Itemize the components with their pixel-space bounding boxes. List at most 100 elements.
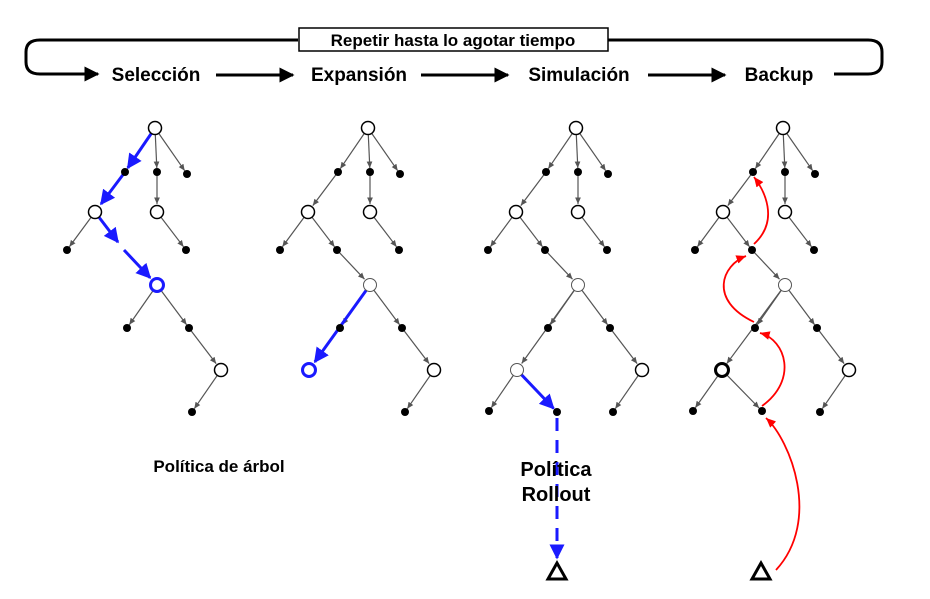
triangle-icon [749, 559, 773, 581]
tree-node [360, 120, 376, 136]
tree-edge [751, 249, 780, 280]
leaf-node [606, 324, 614, 332]
tree-edge [128, 284, 158, 326]
leaf-node [396, 170, 404, 178]
leaf-node [810, 246, 818, 254]
rollout-policy-label-1: Política [520, 459, 592, 481]
tree-node [508, 204, 524, 220]
tree-edge [193, 369, 222, 410]
tree-node [714, 362, 730, 378]
selection-path-edge [313, 284, 372, 364]
tree-node [149, 277, 165, 293]
tree-edge [188, 327, 217, 365]
backup-path-edge [753, 176, 770, 245]
leaf-node [336, 324, 344, 332]
loop-frame-right [608, 38, 884, 76]
stage-seleccion: Selección [112, 65, 201, 86]
tree-edge [577, 211, 606, 248]
tree-edge [336, 249, 365, 280]
tree-backup [689, 120, 857, 581]
tree-edge [490, 369, 518, 409]
backup-path-edge [759, 331, 786, 407]
tree-edge [156, 284, 188, 326]
leaf-node [813, 324, 821, 332]
stage-backup: Backup [745, 65, 814, 86]
tree-simulacion [484, 120, 650, 581]
tree-edge [369, 284, 401, 326]
backup-path-edge [722, 255, 755, 323]
backup-path-edge [765, 417, 801, 571]
loop-frame [24, 38, 298, 82]
stage-headers: Selección Expansión Simulación Backup [112, 65, 814, 86]
leaf-node [366, 168, 374, 176]
tree-node [147, 120, 163, 136]
leaf-node [153, 168, 161, 176]
tree-node [213, 362, 229, 378]
repeat-loop: Repetir hasta lo agotar tiempo [24, 27, 884, 82]
leaf-node [121, 168, 129, 176]
tree-edge [577, 284, 609, 326]
leaf-node [541, 246, 549, 254]
tree-edge [544, 249, 573, 280]
selection-path-edge [515, 368, 555, 410]
leaf-node [749, 168, 757, 176]
tree-edge [515, 211, 544, 248]
tree-node [301, 362, 317, 378]
tree-node [362, 204, 378, 220]
stage-expansion: Expansión [311, 65, 407, 86]
leaf-node [63, 246, 71, 254]
loop-label: Repetir hasta lo agotar tiempo [331, 31, 576, 50]
tree-edge [307, 211, 336, 248]
tree-edge [754, 127, 784, 170]
tree-edge [369, 211, 398, 248]
tree-edge [784, 284, 816, 326]
leaf-node [334, 168, 342, 176]
leaf-node [401, 408, 409, 416]
leaf-node [395, 246, 403, 254]
tree-edge [367, 127, 399, 172]
leaf-node [748, 246, 756, 254]
tree-edge [575, 127, 607, 172]
tree-policy-label: Política de árbol [153, 457, 284, 476]
rollout-policy-label-2: Rollout [522, 484, 591, 506]
tree-edge [520, 171, 547, 206]
leaf-node [758, 407, 766, 415]
leaf-node [544, 324, 552, 332]
leaf-node [485, 407, 493, 415]
leaf-node [781, 168, 789, 176]
tree-edge [547, 127, 577, 170]
leaf-node [553, 408, 561, 416]
leaf-node [276, 246, 284, 254]
tree-edge [722, 211, 751, 248]
tree-node [777, 204, 793, 220]
leaf-node [691, 246, 699, 254]
tree-edge [721, 369, 760, 409]
tree-node [363, 278, 377, 292]
leaf-node [609, 408, 617, 416]
tree-edge [727, 171, 754, 206]
tree-node [426, 362, 442, 378]
tree-node [510, 363, 524, 377]
tree-edge [816, 327, 845, 365]
tree-edge [614, 369, 643, 410]
leaf-node [689, 407, 697, 415]
leaf-node [398, 324, 406, 332]
tree-node [841, 362, 857, 378]
tree-node [570, 204, 586, 220]
tree-node [87, 204, 103, 220]
leaf-node [542, 168, 550, 176]
tree-node [571, 278, 585, 292]
leaf-node [188, 408, 196, 416]
selection-path-edge [126, 127, 157, 170]
tree-edge [784, 211, 813, 248]
tree-edge [401, 327, 430, 365]
leaf-node [333, 246, 341, 254]
leaf-node [816, 408, 824, 416]
stage-simulacion: Simulación [528, 65, 629, 86]
tree-edge [782, 127, 814, 172]
selection-path-edge [122, 248, 152, 279]
leaf-node [574, 168, 582, 176]
leaf-node [183, 170, 191, 178]
tree-edge [609, 327, 638, 365]
